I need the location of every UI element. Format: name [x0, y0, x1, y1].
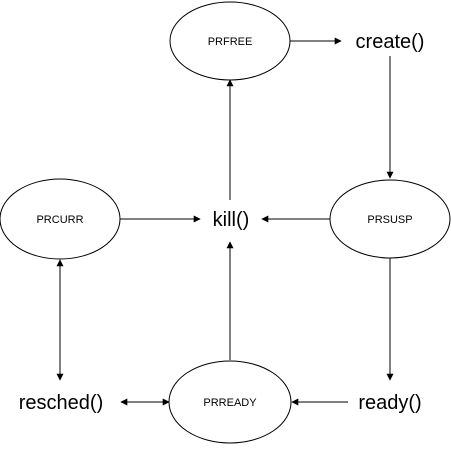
prready-label: PRREADY	[203, 397, 257, 409]
state-node-prfree: PRFREE	[169, 1, 291, 81]
state-node-prready: PRREADY	[168, 360, 292, 444]
prcurr-ellipse	[0, 178, 121, 260]
prsusp-label: PRSUSP	[367, 214, 412, 226]
prfree-label: PRFREE	[208, 36, 253, 48]
resched-function-label: resched()	[19, 392, 103, 414]
create-function-label: create()	[356, 31, 425, 53]
state-node-prsusp: PRSUSP	[329, 179, 451, 259]
prsusp-ellipse	[329, 179, 451, 259]
prready-ellipse	[168, 360, 292, 444]
kill-function-label: kill()	[213, 209, 250, 231]
prcurr-label: PRCURR	[36, 214, 83, 226]
state-node-prcurr: PRCURR	[0, 178, 121, 260]
ready-function-label: ready()	[358, 392, 421, 414]
prfree-ellipse	[169, 1, 291, 81]
edges	[56, 37, 394, 406]
